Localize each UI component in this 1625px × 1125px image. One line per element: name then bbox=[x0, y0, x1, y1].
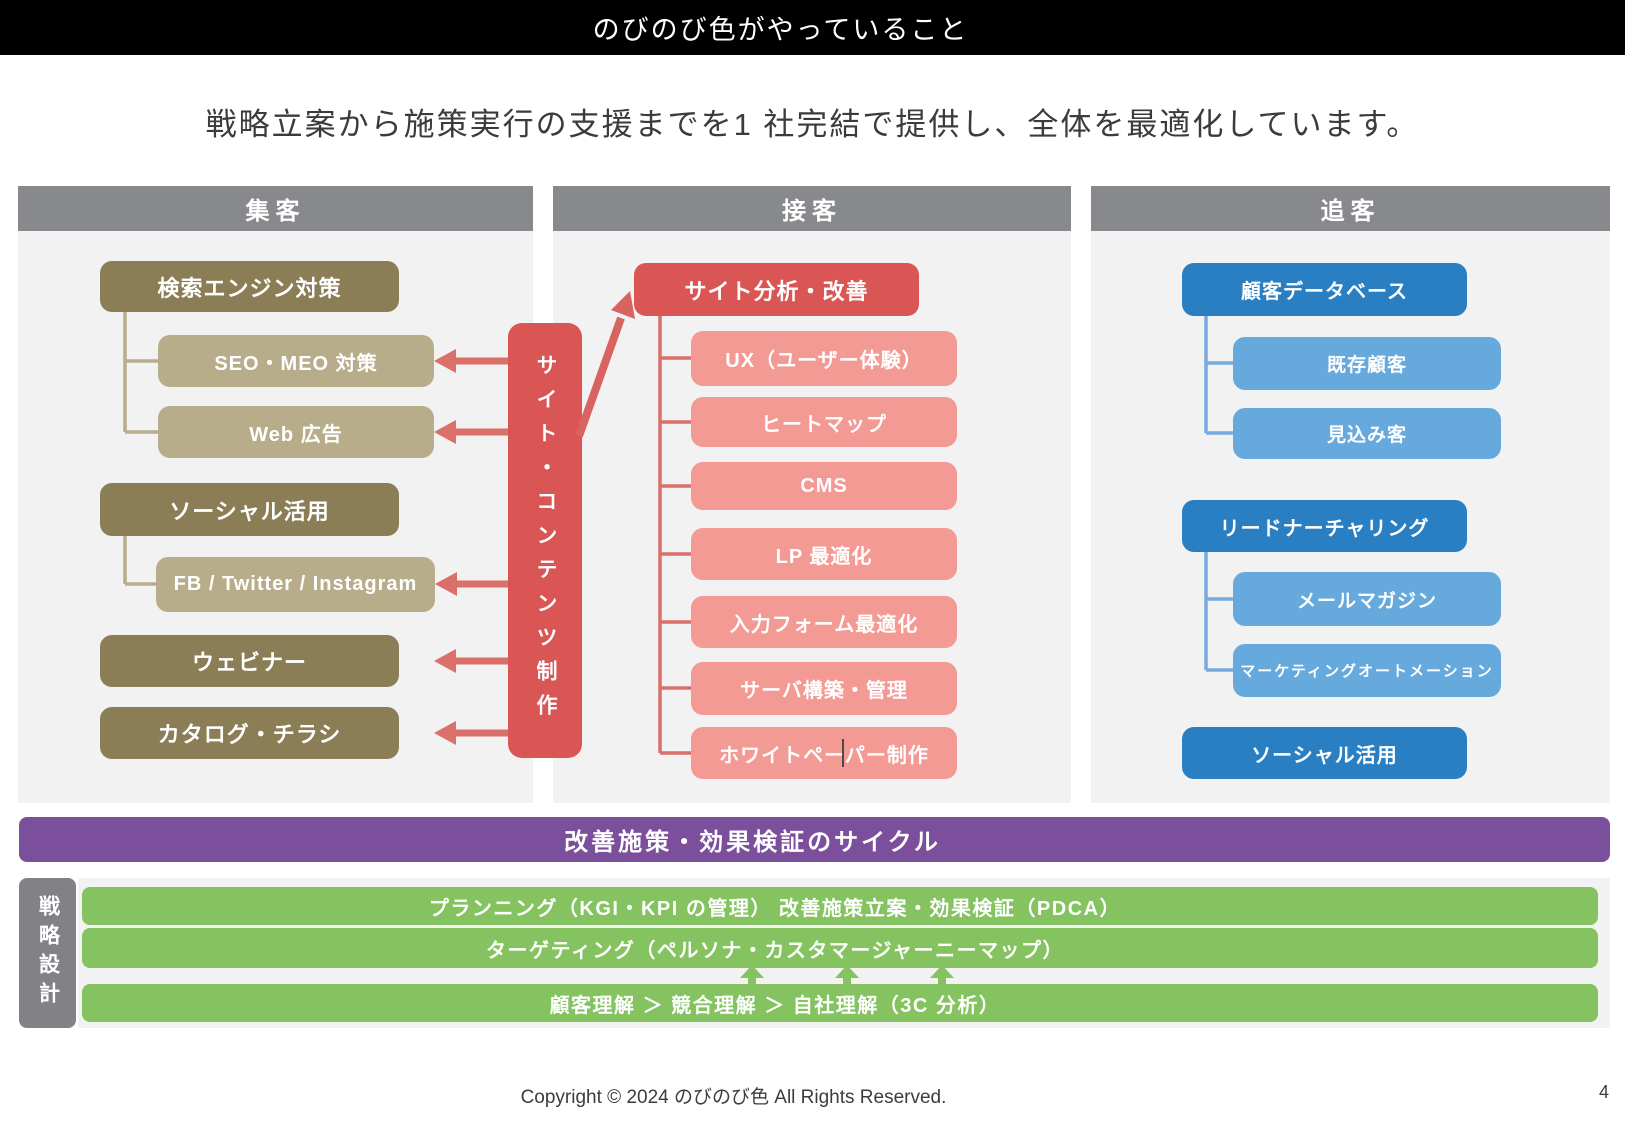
box-webinar: ウェビナー bbox=[100, 635, 399, 687]
strategy-row-planning-label: プランニング（KGI・KPI の管理） 改善施策立案・効果検証（PDCA） bbox=[428, 897, 1122, 920]
site-content-bar: サイト・コンテンツ制作 bbox=[508, 323, 582, 758]
box-web-ads: Web 広告 bbox=[158, 406, 434, 458]
footer-copyright: Copyright © 2024 のびのび色 All Rights Reserv… bbox=[520, 1087, 947, 1108]
attract-header: 集客 bbox=[18, 186, 533, 231]
box-site-analysis: サイト分析・改善 bbox=[634, 263, 919, 316]
strategy-row-understanding-label: 顧客理解 ＞ 競合理解 ＞ 自社理解（3C 分析） bbox=[549, 994, 1001, 1017]
page-title: のびのび色がやっていること bbox=[592, 15, 969, 45]
strategy-label: 戦略設計 bbox=[36, 895, 60, 1011]
panel-followup: 追客 bbox=[1091, 186, 1610, 803]
strategy-row-targeting: ターゲティング（ペルソナ・カスタマージャーニーマップ） bbox=[82, 928, 1598, 968]
strategy-row-targeting-label: ターゲティング（ペルソナ・カスタマージャーニーマップ） bbox=[486, 939, 1064, 962]
box-ux: UX（ユーザー体験） bbox=[691, 331, 957, 386]
text-cursor bbox=[842, 739, 844, 767]
page-number: 4 bbox=[1598, 1082, 1609, 1102]
box-seo-meo: SEO・MEO 対策 bbox=[158, 335, 434, 387]
box-sns: FB / Twitter / Instagram bbox=[156, 557, 435, 612]
box-search-engine: 検索エンジン対策 bbox=[100, 261, 399, 312]
box-lead-nurturing: リードナーチャリング bbox=[1182, 500, 1467, 552]
subtitle: 戦略立案から施策実行の支援までを1 社完結で提供し、全体を最適化しています。 bbox=[205, 107, 1420, 142]
cycle-bar-label: 改善施策・効果検証のサイクル bbox=[564, 829, 941, 856]
box-cms: CMS bbox=[691, 462, 957, 510]
strategy-row-planning: プランニング（KGI・KPI の管理） 改善施策立案・効果検証（PDCA） bbox=[82, 887, 1598, 925]
box-customer-db: 顧客データベース bbox=[1182, 263, 1467, 316]
box-form-optimization: 入力フォーム最適化 bbox=[691, 596, 957, 648]
box-heatmap: ヒートマップ bbox=[691, 397, 957, 447]
box-prospects: 見込み客 bbox=[1233, 408, 1501, 459]
box-marketing-automation: マーケティングオートメーション bbox=[1233, 644, 1501, 697]
engage-header: 接客 bbox=[553, 186, 1071, 231]
title-bar: のびのび色がやっていること bbox=[0, 0, 1625, 55]
box-social-followup: ソーシャル活用 bbox=[1182, 727, 1467, 779]
box-catalog: カタログ・チラシ bbox=[100, 707, 399, 759]
site-content-bar-label: サイト・コンテンツ制作 bbox=[534, 353, 557, 728]
box-mail-magazine: メールマガジン bbox=[1233, 572, 1501, 626]
box-lp-optimization: LP 最適化 bbox=[691, 528, 957, 580]
box-social-attract: ソーシャル活用 bbox=[100, 483, 399, 536]
strategy-label-box: 戦略設計 bbox=[19, 878, 76, 1028]
box-whitepaper: ホワイトペーパー制作 bbox=[691, 727, 957, 779]
cycle-bar: 改善施策・効果検証のサイクル bbox=[19, 817, 1610, 862]
followup-header: 追客 bbox=[1091, 186, 1610, 231]
box-server: サーバ構築・管理 bbox=[691, 662, 957, 715]
strategy-row-understanding: 顧客理解 ＞ 競合理解 ＞ 自社理解（3C 分析） bbox=[82, 984, 1598, 1022]
box-existing-customers: 既存顧客 bbox=[1233, 337, 1501, 390]
